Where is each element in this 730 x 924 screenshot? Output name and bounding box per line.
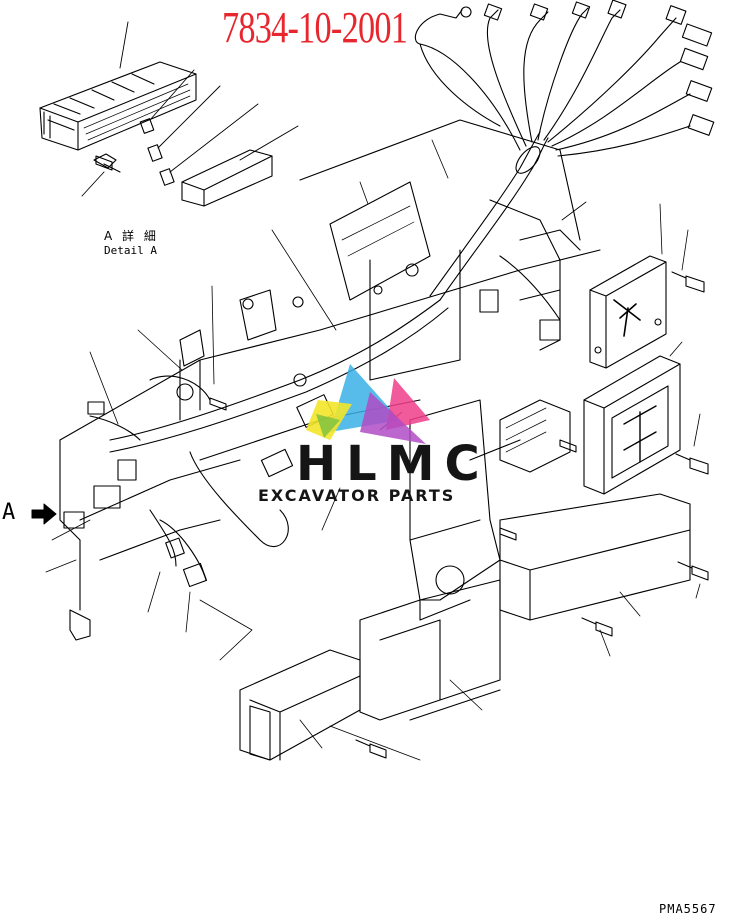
- controller-top: [589, 255, 667, 369]
- main-harness: [414, 0, 715, 301]
- watermark-brand: HLMC: [296, 436, 490, 492]
- detail-label-en: Detail A: [104, 244, 157, 257]
- duct-covers: [239, 399, 691, 761]
- relay-unit: [499, 399, 571, 473]
- controller-bottom: [583, 355, 681, 495]
- drawing-code: PMA5567: [659, 902, 717, 916]
- watermark-logo-icon: [306, 364, 430, 444]
- watermark-tagline: EXCAVATOR PARTS: [258, 486, 456, 505]
- harness-connectors: [460, 0, 715, 136]
- part-number-title: 7834-10-2001: [222, 3, 408, 52]
- leader-lines: [45, 139, 701, 761]
- view-a-label: A: [2, 500, 16, 525]
- view-arrow-icon: [31, 503, 57, 525]
- controller-units: [469, 255, 681, 495]
- duct-left: [239, 649, 361, 761]
- console-harness: [63, 199, 581, 588]
- duct-center: [359, 579, 501, 721]
- duct-right: [499, 493, 691, 621]
- detail-label-jp: A 詳 細: [104, 229, 159, 243]
- mounting-plate: [329, 181, 431, 301]
- frame-structure: [59, 119, 601, 641]
- detail-a-connector-block: [39, 21, 299, 207]
